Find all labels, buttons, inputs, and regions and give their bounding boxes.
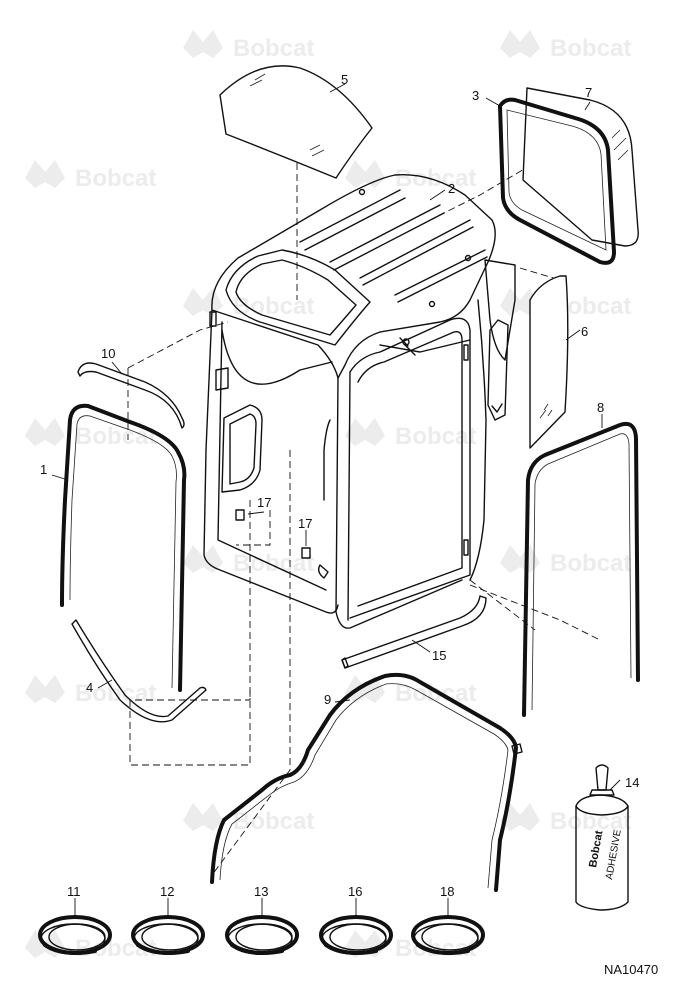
- callout-12: 12: [160, 884, 174, 899]
- svg-text:Bobcat: Bobcat: [233, 808, 314, 835]
- callouts: 1 2 3 4 5 6 7 8 9 10 11 12 13 14 15 16 1…: [40, 72, 639, 899]
- callout-3: 3: [472, 88, 479, 103]
- clip: [301, 547, 311, 559]
- watermark: Bobcat: [345, 160, 476, 192]
- watermark: Bobcat: [345, 930, 476, 962]
- watermark: Bobcat: [25, 160, 156, 192]
- callout-8: 8: [597, 400, 604, 415]
- clip: [235, 509, 245, 521]
- svg-text:Bobcat: Bobcat: [395, 423, 476, 450]
- callout-17: 17: [257, 495, 271, 510]
- svg-text:Bobcat: Bobcat: [395, 165, 476, 192]
- watermark: Bobcat: [183, 803, 314, 835]
- watermark: Bobcat: [500, 803, 631, 835]
- adhesive-label-text: ADHESIVE: [604, 828, 624, 880]
- leader-lines: [51, 83, 621, 918]
- door-window-seal: [60, 403, 187, 692]
- front-window-seal: [210, 672, 523, 892]
- callout-18: 18: [440, 884, 454, 899]
- callout-16: 16: [348, 884, 362, 899]
- drawing-id: NA10470: [604, 962, 658, 977]
- svg-text:Bobcat: Bobcat: [550, 35, 631, 62]
- callout-13: 13: [254, 884, 268, 899]
- svg-text:Bobcat: Bobcat: [75, 165, 156, 192]
- upper-trim-strip: [77, 362, 185, 429]
- adhesive-brand-text: Bobcat: [587, 829, 605, 868]
- svg-text:Bobcat: Bobcat: [233, 293, 314, 320]
- watermark: Bobcat: [183, 545, 314, 577]
- svg-text:Bobcat: Bobcat: [550, 550, 631, 577]
- callout-7: 7: [585, 85, 592, 100]
- watermark: Bobcat: [500, 545, 631, 577]
- svg-text:Bobcat: Bobcat: [233, 550, 314, 577]
- callout-4: 4: [86, 680, 93, 695]
- callout-2: 2: [448, 181, 455, 196]
- seal-coil: [225, 915, 299, 955]
- callout-9: 9: [324, 692, 331, 707]
- svg-text:Bobcat: Bobcat: [233, 35, 314, 62]
- lower-channel-strip: [341, 595, 487, 669]
- cab-frame: [203, 173, 516, 629]
- rear-window-glass: [522, 87, 639, 247]
- callout-11: 11: [67, 884, 81, 899]
- watermark: Bobcat: [500, 30, 631, 62]
- side-window-seal: [522, 421, 640, 717]
- callout-1: 1: [40, 462, 47, 477]
- callout-15: 15: [432, 648, 446, 663]
- rear-window-seal: [498, 97, 616, 265]
- callout-14: 14: [625, 775, 639, 790]
- adhesive-cartridge: Bobcat ADHESIVE: [575, 764, 629, 911]
- roof-window-glass: [219, 65, 373, 179]
- svg-text:Bobcat: Bobcat: [395, 680, 476, 707]
- callout-6: 6: [581, 324, 588, 339]
- callout-10: 10: [101, 346, 115, 361]
- watermark: Bobcat: [25, 418, 156, 450]
- side-window-glass: [529, 275, 569, 449]
- watermark: Bobcat: [25, 675, 156, 707]
- callout-5: 5: [341, 72, 348, 87]
- watermark: Bobcat: [345, 418, 476, 450]
- callout-17: 17: [298, 516, 312, 531]
- watermark: Bobcat: [183, 30, 314, 62]
- watermark: Bobcat: [183, 288, 314, 320]
